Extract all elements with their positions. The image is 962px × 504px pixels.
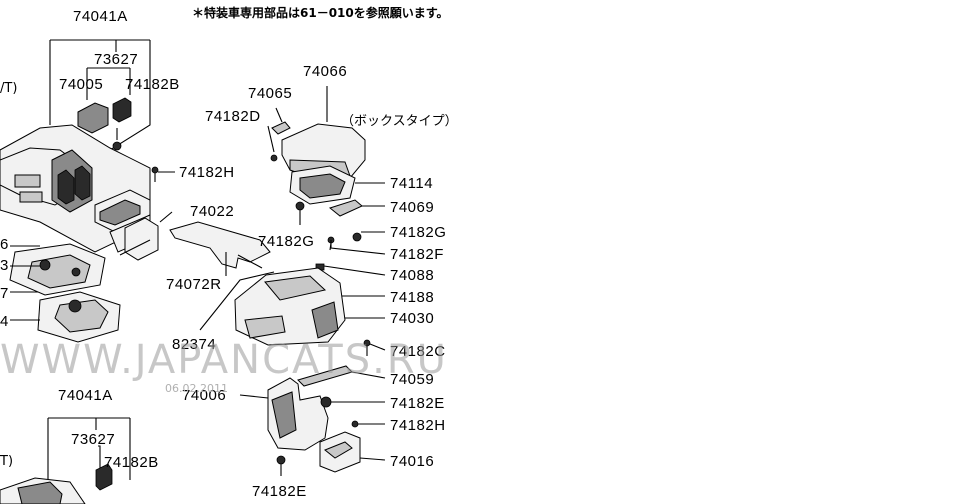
part-74188: 74188 — [390, 289, 434, 306]
watermark-date: 06.02.2011 — [165, 382, 228, 395]
part-74006: 74006 — [182, 387, 226, 404]
part-74182E-bottom: 74182E — [252, 483, 307, 500]
part-74182F: 74182F — [390, 246, 444, 263]
edge-label-6: 6 — [0, 236, 9, 253]
part-73627-bottom: 73627 — [71, 431, 115, 448]
part-74066: 74066 — [303, 63, 347, 80]
part-74016: 74016 — [390, 453, 434, 470]
console-side-trim — [169, 221, 271, 269]
part-74065: 74065 — [248, 85, 292, 102]
floor-console-assembly-bottom — [0, 417, 131, 504]
edge-label-4: 4 — [0, 313, 9, 330]
part-74022: 74022 — [190, 203, 234, 220]
watermark: WWW.JAPANCATS.RU — [0, 337, 448, 383]
part-74182H-left: 74182H — [179, 164, 235, 181]
box-type-label: （ボックスタイプ） — [341, 114, 458, 129]
part-74182E-right: 74182E — [390, 395, 445, 412]
part-74088: 74088 — [390, 267, 434, 284]
part-74182G-right: 74182G — [390, 224, 446, 241]
part-74182B-top: 74182B — [125, 76, 180, 93]
edge-label-7: 7 — [0, 285, 9, 302]
part-74182D: 74182D — [205, 108, 261, 125]
part-74182G-left: 74182G — [258, 233, 314, 250]
edge-label-t-top: /T) — [0, 81, 17, 96]
part-74182C: 74182C — [390, 343, 446, 360]
part-73627-top: 73627 — [94, 51, 138, 68]
part-74182H-right: 74182H — [390, 417, 446, 434]
part-74030: 74030 — [390, 310, 434, 327]
part-74069: 74069 — [390, 199, 434, 216]
part-74059: 74059 — [390, 371, 434, 388]
part-74005: 74005 — [59, 76, 103, 93]
box-type-console-assembly — [234, 86, 386, 476]
special-vehicle-note: ＊特装車専用部品は61－010を参照願います。 — [192, 5, 449, 20]
part-74041A-bottom: 74041A — [58, 387, 113, 404]
floor-console-assembly-top — [0, 39, 175, 261]
part-74182B-bottom: 74182B — [104, 454, 159, 471]
part-74072R: 74072R — [166, 276, 222, 293]
part-74114: 74114 — [390, 175, 433, 192]
shift-boot-plates — [9, 243, 121, 343]
edge-label-3: 3 — [0, 257, 9, 274]
edge-label-t-bottom: T) — [0, 454, 13, 469]
part-82374: 82374 — [172, 336, 216, 353]
part-74041A-top: 74041A — [73, 8, 128, 25]
